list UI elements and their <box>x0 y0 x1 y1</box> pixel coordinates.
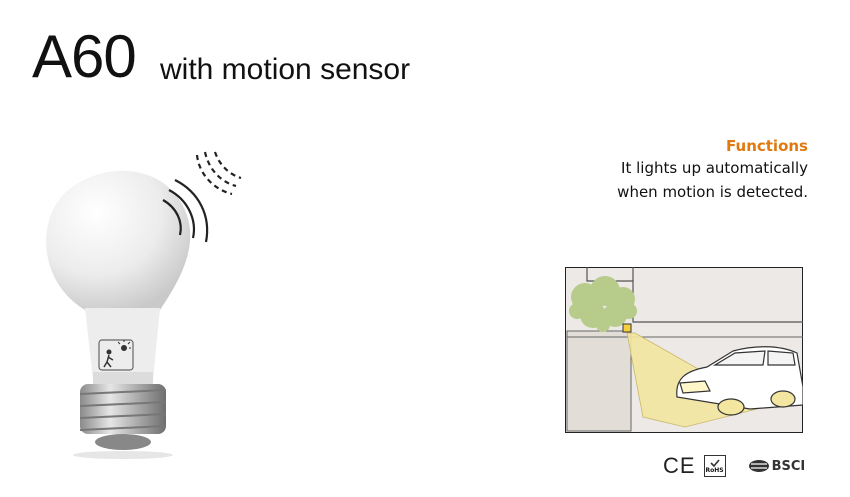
check-icon <box>709 459 720 467</box>
bsci-logo-icon: BSCI <box>748 458 806 474</box>
motion-sensor-icon <box>98 339 134 371</box>
bsci-label: BSCI <box>771 458 806 474</box>
ce-mark-icon: CE <box>663 453 696 478</box>
bsci-emblem-icon <box>748 460 769 472</box>
functions-heading: Functions <box>726 137 808 155</box>
motion-waves-icon <box>162 151 242 243</box>
rohs-mark-icon: RoHS <box>703 455 726 477</box>
functions-panel: Functions It lights up automatically whe… <box>508 136 808 204</box>
certification-marks: CE RoHS BSCI <box>663 453 806 478</box>
model-subtitle: with motion sensor <box>160 53 411 86</box>
bulb-illustration <box>46 151 242 459</box>
rohs-label: RoHS <box>705 467 724 474</box>
functions-line-2: when motion is detected. <box>617 183 808 201</box>
functions-line-1: It lights up automatically <box>621 159 808 177</box>
model-name: A60 <box>32 23 137 90</box>
driveway-scene-illustration <box>565 267 803 433</box>
